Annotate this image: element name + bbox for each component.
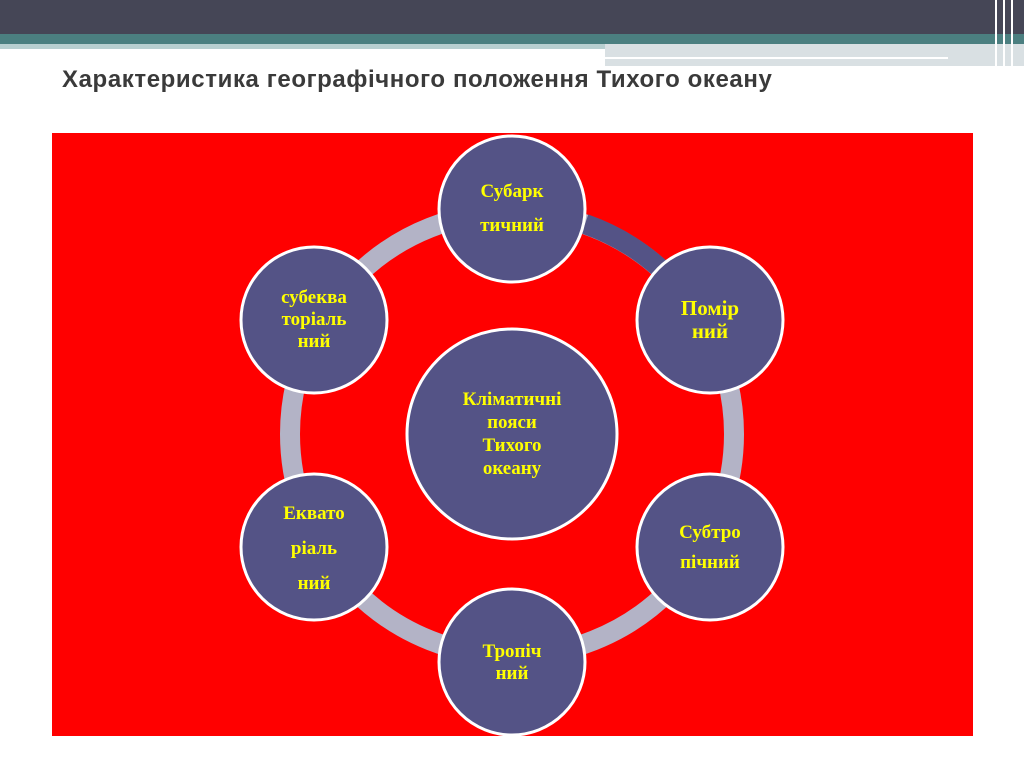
header-dark-bar	[0, 0, 1024, 34]
node-subequatorial	[239, 245, 389, 395]
header-light-bar	[0, 44, 605, 49]
node-subarctic	[437, 134, 587, 284]
node-equatorial	[239, 472, 389, 622]
node-tropical	[437, 587, 587, 736]
page-title: Характеристика географічного положення Т…	[62, 66, 773, 93]
diagram-panel: Кліматичні пояси Тихого океану Субарк ти…	[52, 133, 973, 736]
center-node	[405, 327, 619, 541]
climate-diagram	[52, 133, 973, 736]
header-teal-bar	[0, 34, 1024, 44]
node-temperate	[635, 245, 785, 395]
header-grey-panel	[605, 44, 1024, 66]
header-decoration	[0, 0, 1024, 68]
node-subtropical	[635, 472, 785, 622]
